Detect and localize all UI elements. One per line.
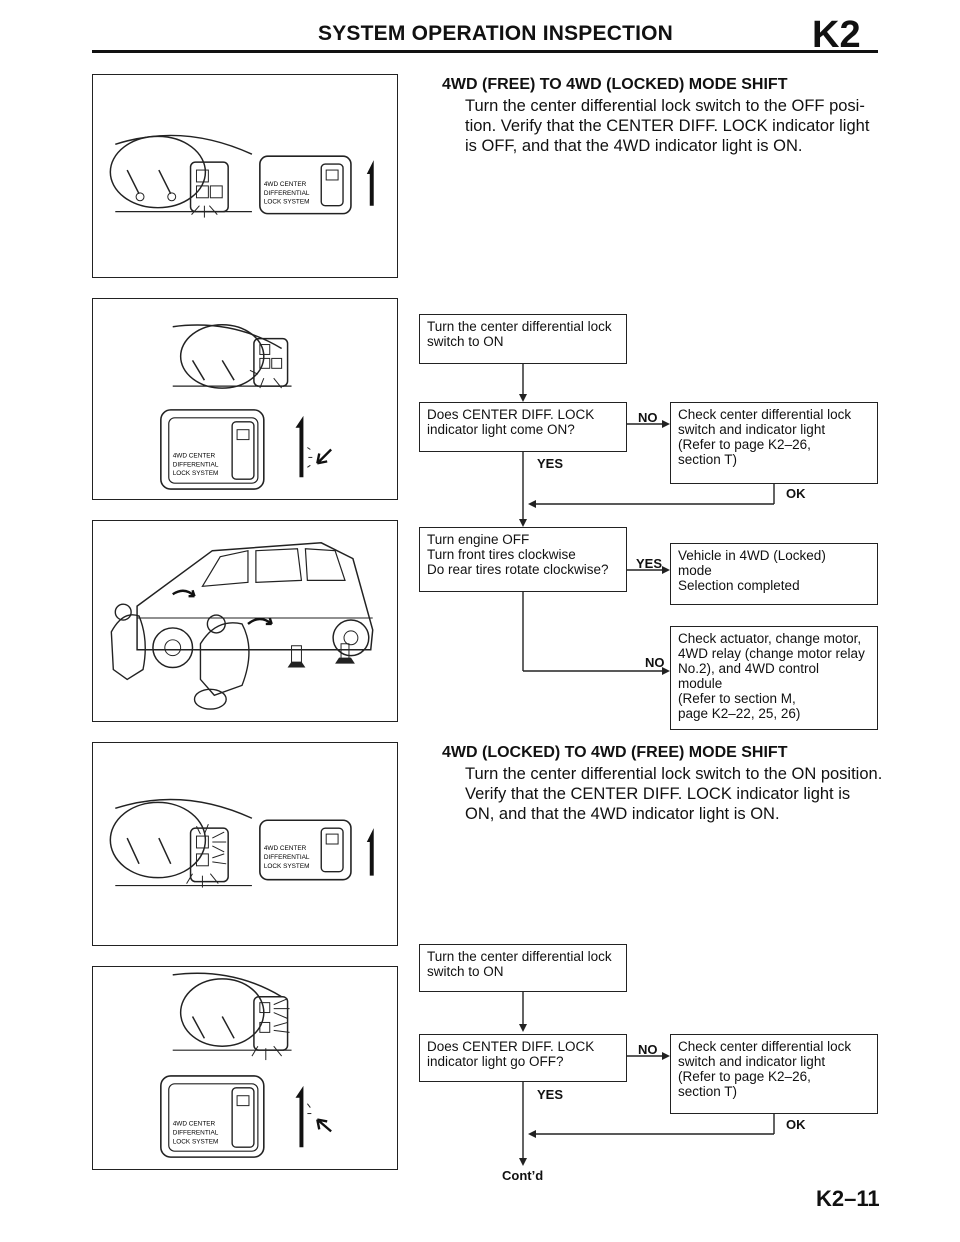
flow1-check-switch-box: Check center differential lock switch an… <box>670 402 878 484</box>
flow1-yes2-label: YES <box>636 556 663 571</box>
flow2-step-line: Turn the center differential lock <box>427 949 612 964</box>
flow1-action-line: Check actuator, change motor, <box>678 631 862 646</box>
section2-line: Turn the center differential lock switch… <box>465 765 883 783</box>
flow1-no-label: NO <box>638 410 658 425</box>
flow2-question-line: Does CENTER DIFF. LOCK <box>427 1039 595 1054</box>
header-rule <box>92 50 878 53</box>
section1-line: Turn the center differential lock switch… <box>465 97 865 115</box>
flow1-question-line: Do rear tires rotate clockwise? <box>427 562 609 577</box>
svg-text:DIFFERENTIAL: DIFFERENTIAL <box>264 854 310 861</box>
flow1-action-line: No.2), and 4WD control <box>678 661 820 676</box>
flow1-question-indicator-on: Does CENTER DIFF. LOCK indicator light c… <box>419 402 627 452</box>
figure-dashboard-lock-off: 4WD CENTER DIFFERENTIAL LOCK SYSTEM <box>92 74 398 278</box>
svg-text:4WD CENTER: 4WD CENTER <box>173 452 216 459</box>
flow1-yes-label: YES <box>537 456 564 471</box>
section2-line: Verify that the CENTER DIFF. LOCK indica… <box>465 785 851 803</box>
section-code: K2 <box>812 14 861 56</box>
svg-text:LOCK SYSTEM: LOCK SYSTEM <box>264 863 310 870</box>
flow1-action-line: switch and indicator light <box>678 422 826 437</box>
page-number: K2–11 <box>816 1186 880 1211</box>
svg-text:LOCK SYSTEM: LOCK SYSTEM <box>264 199 310 206</box>
flow1-question-line: indicator light come ON? <box>427 422 575 437</box>
section1-heading: 4WD (FREE) TO 4WD (LOCKED) MODE SHIFT <box>442 76 788 93</box>
flow1-step-line: switch to ON <box>427 334 504 349</box>
flow2-action-line: (Refer to page K2–26, <box>678 1069 811 1084</box>
flow1-check-actuator-box: Check actuator, change motor, 4WD relay … <box>670 626 878 730</box>
flow1-action-line: module <box>678 676 723 691</box>
flow2-ok-label: OK <box>786 1117 806 1132</box>
flow1-result-locked: Vehicle in 4WD (Locked) mode Selection c… <box>670 543 878 605</box>
flow1-step-line: Turn the center differential lock <box>427 319 612 334</box>
flow1-result-line: mode <box>678 563 712 578</box>
flow1-action-line: Check center differential lock <box>678 407 852 422</box>
figure-dashboard-lock-on: 4WD CENTER DIFFERENTIAL LOCK SYSTEM <box>92 742 398 946</box>
flow1-action-line: section T) <box>678 452 738 467</box>
flow1-step-switch-on: Turn the center differential lock switch… <box>419 314 627 364</box>
figure-vehicle-tire-rotation <box>92 520 398 722</box>
flow2-check-switch-box: Check center differential lock switch an… <box>670 1034 878 1114</box>
section2-heading: 4WD (LOCKED) TO 4WD (FREE) MODE SHIFT <box>442 744 788 761</box>
flow1-question-line: Turn front tires clockwise <box>427 547 576 562</box>
flow1-action-line: 4WD relay (change motor relay <box>678 646 865 661</box>
flow1-question-line: Turn engine OFF <box>427 532 530 547</box>
flow2-no-label: NO <box>638 1042 658 1057</box>
svg-text:4WD CENTER: 4WD CENTER <box>264 845 307 852</box>
figure-switch-press-off: 4WD CENTER DIFFERENTIAL LOCK SYSTEM <box>92 966 398 1170</box>
svg-text:DIFFERENTIAL: DIFFERENTIAL <box>173 1129 219 1136</box>
flow1-action-line: page K2–22, 25, 26) <box>678 706 801 721</box>
flow1-no2-label: NO <box>645 655 665 670</box>
section1-body: Turn the center differential lock switch… <box>465 96 885 156</box>
flow1-question-line: Does CENTER DIFF. LOCK <box>427 407 595 422</box>
flow1-question-rear-tires: Turn engine OFF Turn front tires clockwi… <box>419 527 627 592</box>
section1-line: is OFF, and that the 4WD indicator light… <box>465 137 803 155</box>
svg-text:4WD CENTER: 4WD CENTER <box>173 1120 216 1127</box>
flow1-result-line: Selection completed <box>678 578 800 593</box>
figure-switch-press-on: 4WD CENTER DIFFERENTIAL LOCK SYSTEM <box>92 298 398 500</box>
flow2-question-indicator-off: Does CENTER DIFF. LOCK indicator light g… <box>419 1034 627 1082</box>
flow1-action-line: (Refer to section M, <box>678 691 796 706</box>
continued-label: Cont’d <box>502 1168 544 1183</box>
flow2-step-switch-on: Turn the center differential lock switch… <box>419 944 627 992</box>
svg-text:DIFFERENTIAL: DIFFERENTIAL <box>264 190 310 197</box>
svg-text:LOCK SYSTEM: LOCK SYSTEM <box>173 470 219 477</box>
section2-body: Turn the center differential lock switch… <box>465 764 885 824</box>
flow2-action-line: section T) <box>678 1084 738 1099</box>
svg-text:DIFFERENTIAL: DIFFERENTIAL <box>173 461 219 468</box>
flow2-action-line: Check center differential lock <box>678 1039 852 1054</box>
flow2-step-line: switch to ON <box>427 964 504 979</box>
flow2-question-line: indicator light go OFF? <box>427 1054 564 1069</box>
flow1-result-line: Vehicle in 4WD (Locked) <box>678 548 826 563</box>
page-title: SYSTEM OPERATION INSPECTION <box>318 22 674 45</box>
flow2-yes-label: YES <box>537 1087 564 1102</box>
section2-line: ON, and that the 4WD indicator light is … <box>465 805 780 823</box>
flow2-action-line: switch and indicator light <box>678 1054 826 1069</box>
svg-text:LOCK SYSTEM: LOCK SYSTEM <box>173 1138 219 1145</box>
svg-text:4WD CENTER: 4WD CENTER <box>264 181 307 188</box>
flow1-action-line: (Refer to page K2–26, <box>678 437 811 452</box>
flow1-ok-label: OK <box>786 486 806 501</box>
section1-line: tion. Verify that the CENTER DIFF. LOCK … <box>465 117 870 135</box>
